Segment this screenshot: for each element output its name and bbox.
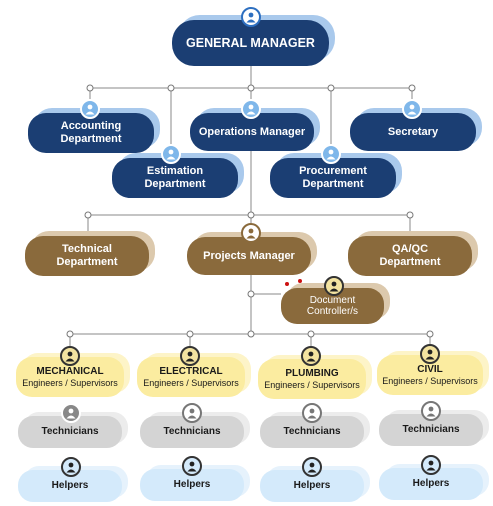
person-icon [420,344,440,364]
connector-dot [247,330,255,338]
person-icon [302,403,322,423]
procurement-department-node[interactable]: Procurement Department [270,158,396,198]
discipline-subtitle: Engineers / Supervisors [264,379,360,390]
connector-dot [327,84,335,92]
general-manager-label: GENERAL MANAGER [186,35,315,50]
red-marker-dot [298,279,302,283]
helpers-label: Helpers [412,478,450,490]
person-icon [182,456,202,476]
connector-dot [307,330,315,338]
discipline-title: PLUMBING [285,368,339,380]
accounting-line1: Accounting [60,120,122,133]
projects-manager-node[interactable]: Projects Manager [187,237,311,275]
person-icon [302,457,322,477]
connector-dot [247,290,255,298]
person-icon [324,276,344,296]
discipline-engineers-node[interactable]: MECHANICAL Engineers / Supervisors [16,357,124,397]
connector-dot [247,211,255,219]
technicians-label: Technicians [283,426,341,438]
discipline-subtitle: Engineers / Supervisors [143,377,239,388]
connector-dot [408,84,416,92]
technical-line1: Technical [62,243,112,256]
person-icon [61,403,81,423]
connector-dot [66,330,74,338]
helpers-label: Helpers [51,480,89,492]
person-icon [241,99,261,119]
connector-dot [247,84,255,92]
person-icon [182,403,202,423]
estimation-department-node[interactable]: Estimation Department [112,158,238,198]
connector-dot [406,211,414,219]
document-controller-line1: Document [309,294,356,306]
person-icon [80,99,100,119]
projects-manager-label: Projects Manager [203,249,295,262]
person-icon [161,144,181,164]
red-marker-dot [285,282,289,286]
discipline-title: CIVIL [417,364,443,376]
technicians-label: Technicians [41,426,99,438]
person-icon [421,455,441,475]
technical-department-node[interactable]: Technical Department [25,236,149,276]
accounting-department-node[interactable]: Accounting Department [28,113,154,153]
person-icon [241,223,261,243]
person-icon [60,346,80,366]
connector-dot [86,84,94,92]
discipline-title: MECHANICAL [36,366,104,378]
document-controller-line2: Controller/s [306,306,359,317]
person-icon [241,7,261,27]
connector-dot [426,330,434,338]
person-icon [402,99,422,119]
estimation-line2: Department [144,178,206,190]
procurement-line2: Department [302,178,364,190]
technicians-label: Technicians [163,426,221,438]
technical-line2: Department [56,256,118,268]
discipline-subtitle: Engineers / Supervisors [22,377,118,388]
qaqc-department-node[interactable]: QA/QC Department [348,236,472,276]
operations-manager-label: Operations Manager [198,125,306,138]
person-icon [180,346,200,366]
person-icon [301,346,321,366]
connector-dot [167,84,175,92]
estimation-line1: Estimation [146,165,204,178]
person-icon [61,457,81,477]
qaqc-line1: QA/QC [391,243,429,256]
connector-dot [84,211,92,219]
discipline-engineers-node[interactable]: ELECTRICAL Engineers / Supervisors [137,357,245,397]
connector-dot [186,330,194,338]
person-icon [321,144,341,164]
procurement-line1: Procurement [299,165,367,178]
helpers-label: Helpers [293,480,331,492]
discipline-title: ELECTRICAL [159,366,223,378]
secretary-label: Secretary [387,125,439,138]
person-icon [421,401,441,421]
qaqc-line2: Department [379,256,441,268]
secretary-node[interactable]: Secretary [350,113,476,151]
accounting-line2: Department [60,133,122,145]
helpers-node[interactable]: Helpers [18,470,122,502]
helpers-label: Helpers [173,479,211,491]
general-manager-node[interactable]: GENERAL MANAGER [172,20,329,66]
discipline-subtitle: Engineers / Supervisors [382,375,478,386]
technicians-label: Technicians [402,424,460,436]
operations-manager-node[interactable]: Operations Manager [190,113,314,151]
